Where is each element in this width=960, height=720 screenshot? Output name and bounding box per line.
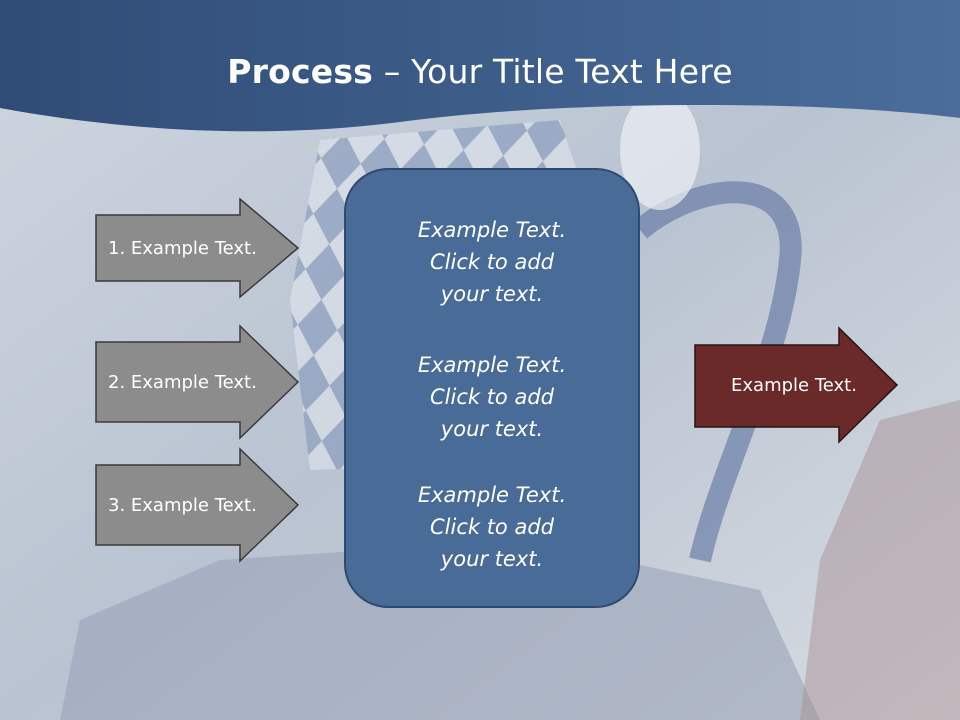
left-arrow-1-label: 1. Example Text. (108, 237, 257, 259)
center-block-3-line3: your text. (440, 547, 544, 571)
center-block-2-line1: Example Text. (417, 353, 567, 377)
left-arrow-1[interactable]: 1. Example Text. (95, 197, 301, 300)
left-arrow-2-shape (95, 324, 300, 440)
left-arrow-3-label: 3. Example Text. (108, 494, 257, 516)
title-bold: Process (227, 52, 374, 91)
center-text-box[interactable]: Example Text. Click to add your text. Ex… (344, 168, 640, 608)
left-arrow-3-shape (95, 447, 300, 563)
right-arrow-shape (694, 326, 899, 444)
center-block-1-line1: Example Text. (417, 218, 567, 242)
center-block-3-line1: Example Text. (417, 483, 567, 507)
center-block-2-line3: your text. (440, 417, 544, 441)
center-block-1-line2: Click to add (429, 250, 554, 274)
slide-title: Process – Your Title Text Here (0, 52, 960, 91)
left-arrow-2[interactable]: 2. Example Text. (95, 324, 301, 440)
center-block-3: Example Text. Click to add your text. (346, 479, 638, 575)
center-block-3-line2: Click to add (429, 515, 554, 539)
left-arrow-1-shape (95, 197, 300, 299)
center-block-1: Example Text. Click to add your text. (346, 214, 638, 310)
left-arrow-3[interactable]: 3. Example Text. (95, 447, 301, 563)
center-block-2-line2: Click to add (429, 385, 554, 409)
center-block-1-line3: your text. (440, 282, 544, 306)
right-arrow-label: Example Text. (731, 374, 857, 396)
center-block-2: Example Text. Click to add your text. (346, 349, 638, 445)
right-arrow[interactable]: Example Text. (694, 326, 900, 444)
title-rest: – Your Title Text Here (373, 52, 733, 91)
left-arrow-2-label: 2. Example Text. (108, 371, 257, 393)
